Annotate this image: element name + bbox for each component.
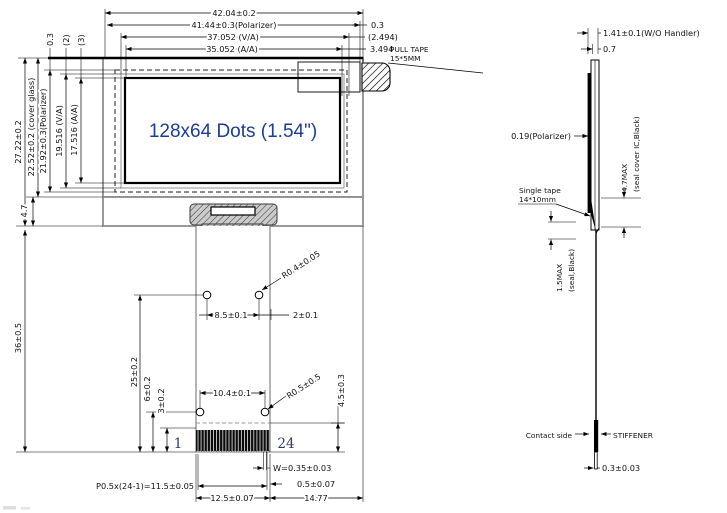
watermark bbox=[3, 506, 30, 510]
dim-hole-radius-top: R0.4±0.05 bbox=[280, 248, 322, 280]
dim-seal2-max: 1.5MAX bbox=[555, 264, 564, 292]
front-dimension-lines bbox=[22, 10, 484, 501]
dim-side-margin: 14.77 bbox=[304, 493, 327, 503]
dim-6: 6±0.2 bbox=[142, 376, 152, 401]
side-seal-wedge bbox=[591, 198, 596, 232]
dim-3: 3±0.2 bbox=[156, 388, 166, 413]
hole-top-left bbox=[202, 290, 212, 300]
active-area-outline bbox=[123, 76, 342, 185]
dim-height-coverglass: 22.52±0.2 (cover glass) bbox=[26, 78, 36, 177]
dim-pin-width: W=0.35±0.03 bbox=[273, 463, 331, 473]
single-tape-label-1: Single tape bbox=[519, 186, 561, 195]
side-labels: 1.41±0.1(W/O Handler) 0.7 0.19(Polarizer… bbox=[511, 28, 700, 473]
side-view: 1.41±0.1(W/O Handler) 0.7 0.19(Polarizer… bbox=[511, 28, 700, 473]
hole-bottom-right bbox=[260, 407, 270, 417]
pull-tape-label-2: 15*5MM bbox=[390, 54, 421, 63]
contact-side-label: Contact side bbox=[526, 431, 573, 440]
dim-fpc-length: 36±0.5 bbox=[13, 323, 23, 353]
pin-number-last: 24 bbox=[277, 436, 294, 452]
dim-ref-2494: (2.494) bbox=[368, 32, 398, 42]
pull-tape-label-1: PULL TAPE bbox=[390, 45, 429, 54]
dim-contact-height: 4.5±0.3 bbox=[336, 374, 346, 407]
fpc-tail bbox=[195, 226, 271, 453]
dim-left-03: 0.3 bbox=[45, 33, 55, 46]
pull-tape-shape bbox=[361, 62, 391, 92]
dim-hole-spacing-top: 8.5±0.1 bbox=[215, 310, 248, 320]
viewing-area-outline bbox=[120, 73, 345, 189]
side-profile-shapes bbox=[587, 59, 600, 470]
dim-seal-max: 4.7MAX bbox=[620, 164, 629, 192]
side-polarizer-strip bbox=[587, 73, 591, 213]
dim-height-polarizer: 21.92±0.3(Polarizer) bbox=[38, 89, 48, 174]
note-2: (2) bbox=[61, 34, 71, 46]
front-view: 42.04±0.2 41.44±0.3(Polarizer) 37.052 (V… bbox=[11, 6, 484, 505]
dim-height-aa: 17.516 (A/A) bbox=[69, 104, 79, 156]
dim-width-aa: 35.052 (A/A) bbox=[206, 44, 258, 54]
dim-hole-radius-bottom: R0.5±0.5 bbox=[285, 371, 323, 400]
display-area-label: 128x64 Dots (1.54") bbox=[149, 121, 317, 142]
dim-height-va: 19.516 (V/A) bbox=[54, 105, 64, 157]
note-3: (3) bbox=[76, 34, 86, 46]
dim-width-total: 42.04±0.2 bbox=[212, 8, 255, 18]
dim-width-polarizer: 41.44±0.3(Polarizer) bbox=[192, 20, 277, 30]
dim-3494: 3.494 bbox=[370, 44, 393, 54]
side-dimension-lines bbox=[518, 28, 641, 471]
pin-contacts bbox=[196, 430, 270, 451]
dim-height-total: 27.22±0.2 bbox=[13, 120, 23, 163]
dim-seal-note: (seal cover IC,Black) bbox=[632, 116, 641, 192]
side-stiffener-block bbox=[594, 420, 599, 452]
dim-width-va: 37.052 (V/A) bbox=[207, 32, 259, 42]
dim-25: 25±0.2 bbox=[129, 357, 139, 387]
dim-pin-end-pitch: 0.5±0.07 bbox=[297, 479, 335, 489]
dim-seal2-note: (seal,Black) bbox=[567, 249, 576, 292]
connector-slot bbox=[210, 206, 256, 216]
side-contact-tail bbox=[594, 451, 598, 470]
hole-bottom-left bbox=[195, 407, 205, 417]
stiffener-label: STIFFENER bbox=[613, 431, 653, 440]
dim-hole-spacing-bottom: 10.4±0.1 bbox=[213, 388, 251, 398]
single-tape-label-2: 14*10mm bbox=[519, 195, 556, 204]
dim-pin-pitch-total: P0.5x(24-1)=11.5±0.05 bbox=[96, 481, 194, 491]
dim-polarizer-thickness: 0.19(Polarizer) bbox=[511, 131, 571, 141]
polarizer-outline bbox=[114, 69, 348, 193]
dim-offset-03: 0.3 bbox=[371, 20, 384, 30]
dim-hole-edge: 2±0.1 bbox=[293, 310, 318, 320]
dim-contact-width: 12.5±0.07 bbox=[210, 493, 253, 503]
dim-stiffener-thickness: 0.3±0.03 bbox=[602, 463, 640, 473]
pin-number-first: 1 bbox=[174, 436, 183, 452]
dim-thickness-total: 1.41±0.1(W/O Handler) bbox=[603, 28, 700, 38]
hole-top-right bbox=[254, 290, 264, 300]
fpc-body bbox=[196, 226, 270, 452]
dim-ledge-47: 4.7 bbox=[19, 204, 29, 217]
dim-thickness-glass: 0.7 bbox=[603, 44, 616, 54]
